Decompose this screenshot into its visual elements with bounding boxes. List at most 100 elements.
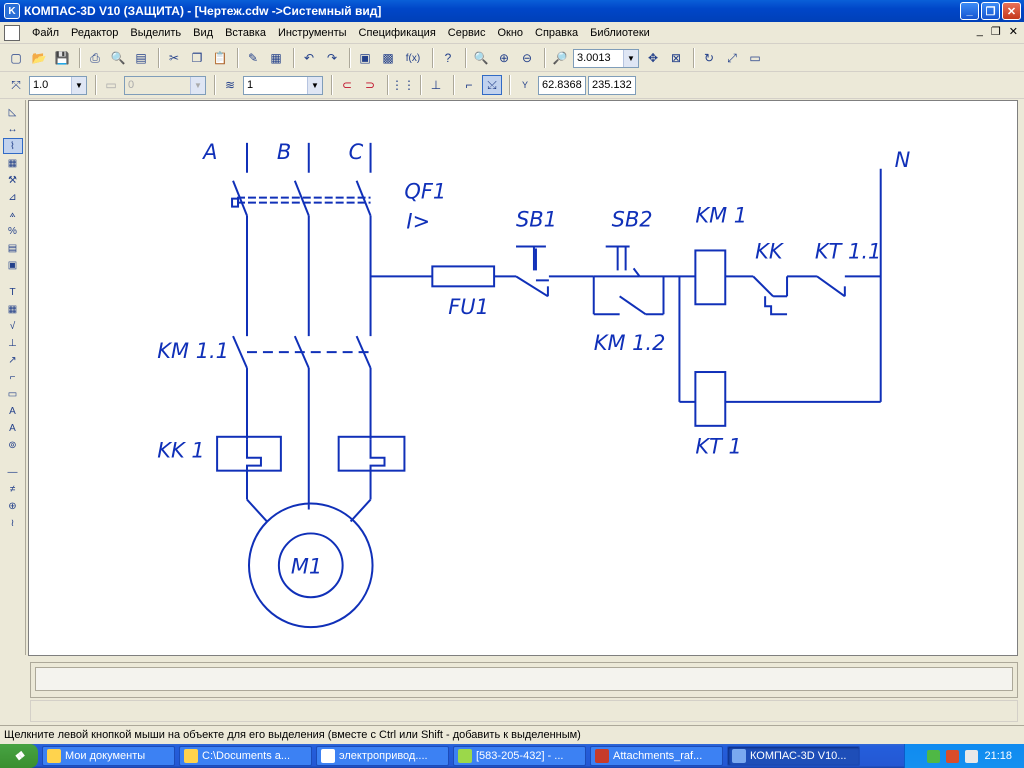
designations-icon[interactable]: ⌇ (2, 138, 23, 154)
snap-local-icon[interactable]: ⊃ (364, 78, 376, 92)
menu-tools[interactable]: Инструменты (277, 26, 347, 39)
select-icon[interactable]: ⟑ (9, 208, 16, 220)
scale-combo[interactable]: 1.0 ▼ (29, 75, 87, 95)
menu-view[interactable]: Вид (193, 26, 214, 39)
zoom-out-icon[interactable]: ⊖ (521, 51, 533, 65)
coord-y-field[interactable]: 235.132 (588, 75, 636, 95)
geometry-icon[interactable]: ◺ (8, 106, 17, 118)
clock[interactable]: 21:18 (984, 750, 1012, 762)
tray-language-icon[interactable] (965, 749, 979, 763)
electrical-schematic[interactable]: A B C N QF1 I> FU1 SB1 SB2 KM 1 KK KT 1.… (29, 101, 1017, 655)
layers-icon[interactable]: ≋ (224, 78, 236, 92)
tray-app-icon[interactable] (927, 749, 941, 763)
coordinate-system-icon[interactable]: ⊥ (430, 78, 442, 92)
view-arrow-icon[interactable]: ⊚ (8, 439, 17, 451)
doc-minimize-button[interactable]: _ (976, 25, 983, 37)
layer-icon[interactable]: ▭ (105, 78, 117, 92)
cut-icon[interactable]: ✂ (168, 51, 180, 65)
dimensions-icon[interactable]: ↔ (7, 123, 18, 135)
table-icon[interactable]: ▦ (7, 303, 18, 315)
axis-icon[interactable]: A (9, 405, 16, 417)
maximize-button[interactable]: ❐ (981, 2, 1000, 20)
spec-icon[interactable]: % (8, 225, 17, 237)
snap-magnet-icon[interactable]: ⊂ (341, 78, 353, 92)
leader-icon[interactable]: ↗ (8, 354, 17, 366)
menu-help[interactable]: Справка (535, 26, 579, 39)
print-icon[interactable]: ⎙ (90, 50, 100, 65)
zoom-combo[interactable]: 3.0013 ▼ (573, 48, 639, 68)
ortho-icon[interactable]: ⌐ (465, 78, 473, 92)
edit-icon[interactable]: ▦ (7, 157, 18, 169)
task-archive[interactable]: Attachments_raf... (590, 746, 723, 766)
kompas-app-icon[interactable]: K (4, 3, 20, 19)
insert-icon[interactable]: ▣ (7, 259, 18, 271)
drawing-canvas[interactable]: A B C N QF1 I> FU1 SB1 SB2 KM 1 KK KT 1.… (28, 100, 1018, 656)
base-icon[interactable]: ⊥ (8, 337, 17, 349)
style-combo[interactable]: 1 ▼ (243, 75, 323, 95)
library-icon[interactable]: ▩ (382, 51, 394, 65)
menu-specification[interactable]: Спецификация (358, 26, 436, 39)
parameterization-icon[interactable]: ⚒ (8, 174, 17, 186)
chevron-down-icon[interactable]: ▼ (71, 76, 86, 94)
paste-icon[interactable]: 📋 (212, 51, 228, 65)
task-my-documents[interactable]: Мои документы (42, 746, 175, 766)
fit-all-icon[interactable]: ⊠ (670, 51, 682, 65)
orient-icon[interactable]: ⤢ (727, 50, 737, 65)
minimize-button[interactable]: _ (960, 2, 979, 20)
zoom-in-icon[interactable]: ⊕ (498, 51, 510, 65)
menu-file[interactable]: Файл (32, 26, 60, 39)
pan-icon[interactable]: ✥ (647, 51, 659, 65)
coord-x-field[interactable]: 62.8368 (538, 75, 586, 95)
centerline-icon[interactable]: ⊕ (8, 500, 17, 512)
wave-line-icon[interactable]: ≀ (10, 517, 15, 529)
format-painter-icon[interactable]: ✎ (247, 51, 259, 65)
variables-icon[interactable]: f(x) (405, 52, 421, 64)
save-icon[interactable]: 💾 (54, 51, 70, 65)
task-kompas[interactable]: КОМПАС-3D V10... (727, 746, 860, 766)
undo-icon[interactable]: ↶ (303, 51, 315, 65)
menu-insert[interactable]: Вставка (225, 26, 266, 39)
zoom-scale-icon[interactable]: 🔎 (552, 51, 568, 65)
menu-select[interactable]: Выделить (130, 26, 182, 39)
display-icon[interactable]: ▭ (749, 51, 761, 65)
properties-area[interactable] (35, 667, 1013, 691)
chevron-down-icon[interactable]: ▼ (623, 49, 638, 67)
reports-icon[interactable]: ▤ (7, 242, 18, 254)
copy-icon[interactable]: ❐ (191, 51, 203, 65)
menu-editor[interactable]: Редактор (71, 26, 119, 39)
refresh-icon[interactable]: ↻ (703, 51, 715, 65)
measure-icon[interactable]: ⊿ (8, 191, 17, 203)
open-folder-icon[interactable]: 📂 (31, 51, 47, 65)
task-word-document[interactable]: электропривод.... (316, 746, 449, 766)
grid-icon[interactable]: ⋮⋮ (391, 78, 415, 92)
tolerance-icon[interactable]: ▭ (7, 388, 18, 400)
tray-antivirus-icon[interactable] (946, 749, 960, 763)
task-chat[interactable]: [583-205-432] - ... (453, 746, 586, 766)
position-icon[interactable]: ⌐ (9, 371, 16, 383)
center-icon[interactable]: — (7, 466, 18, 478)
doc-restore-button[interactable]: ❐ (990, 26, 1001, 38)
redo-icon[interactable]: ↷ (326, 51, 338, 65)
menu-service[interactable]: Сервис (447, 26, 486, 39)
properties-icon[interactable]: ▦ (270, 51, 282, 65)
manager-icon[interactable]: ▣ (359, 51, 371, 65)
help-pointer-icon[interactable]: ? (444, 51, 452, 65)
print-preview-icon[interactable]: 🔍 (110, 51, 126, 65)
menu-libraries[interactable]: Библиотеки (590, 26, 650, 39)
chevron-down-icon[interactable]: ▼ (307, 76, 322, 94)
roughness-icon[interactable]: √ (9, 320, 16, 332)
hatch-icon[interactable]: ≠ (9, 483, 16, 495)
scale-icon[interactable]: ⤧ (11, 77, 21, 92)
text-icon[interactable]: T (9, 286, 16, 298)
close-button[interactable]: ✕ (1002, 2, 1021, 20)
zoom-icon[interactable]: 🔍 (473, 51, 489, 65)
cut-line-icon[interactable]: A (9, 422, 16, 434)
cursor-snap-icon[interactable]: ⤩ (482, 75, 502, 95)
doc-close-button[interactable]: ✕ (1008, 26, 1018, 38)
menu-window[interactable]: Окно (497, 26, 524, 39)
save-preview-icon[interactable]: ▤ (135, 51, 147, 65)
task-documents-folder[interactable]: C:\Documents a... (179, 746, 312, 766)
document-icon[interactable] (4, 24, 20, 41)
new-document-icon[interactable]: ▢ (10, 51, 22, 65)
start-button[interactable]: ❖ (0, 744, 38, 768)
